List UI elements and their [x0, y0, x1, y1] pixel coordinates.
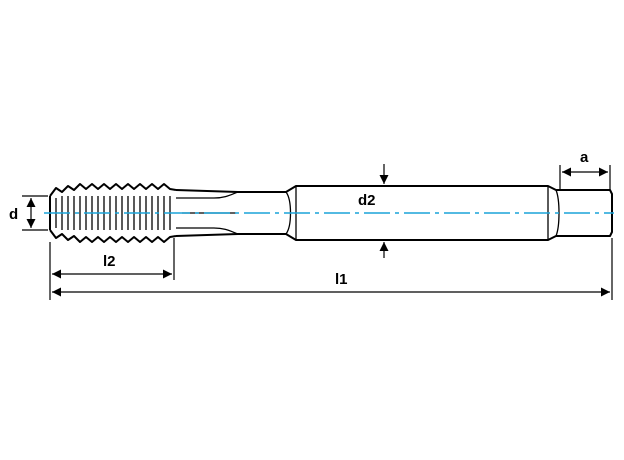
dimension-a: a — [559, 149, 611, 190]
thread-bottom-profile — [49, 229, 177, 243]
dimension-l2: l2 — [49, 238, 175, 280]
dimension-d: d — [9, 195, 48, 231]
flute-upper — [176, 191, 239, 199]
label-a: a — [580, 149, 589, 166]
dimension-d2: d2 — [358, 164, 389, 258]
label-l2: l2 — [103, 253, 116, 270]
thread-top-profile — [49, 183, 177, 197]
flute-lower — [176, 227, 239, 235]
label-l1: l1 — [335, 271, 348, 288]
label-d: d — [9, 206, 18, 223]
label-d2: d2 — [358, 192, 376, 209]
thread-roots — [55, 196, 171, 230]
dimension-l1: l1 — [49, 238, 613, 300]
